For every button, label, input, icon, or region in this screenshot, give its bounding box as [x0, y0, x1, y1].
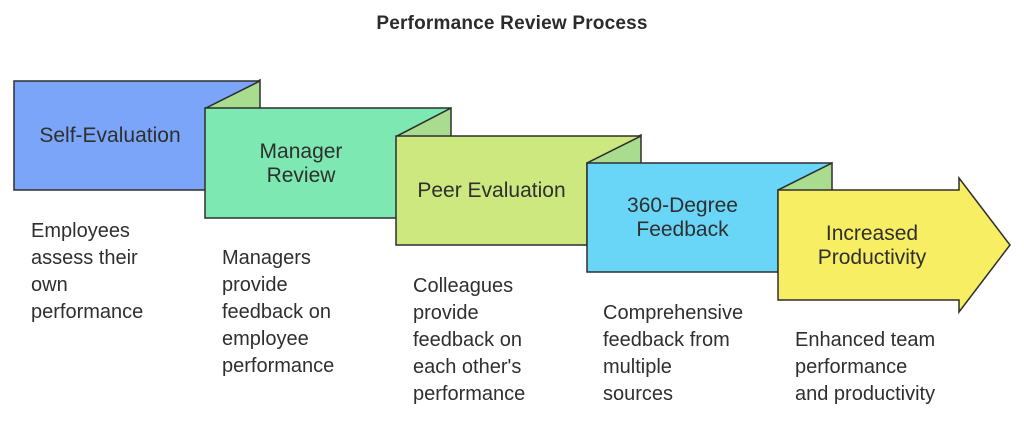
step-5-description: Enhanced team performance and productivi…: [795, 329, 936, 405]
step-3-description: Colleagues provide feedback on each othe…: [413, 275, 526, 405]
step-1-description: Employees assess their own performance: [31, 220, 144, 323]
step-3-label: Peer Evaluation: [417, 179, 566, 202]
step-2-label: Manager Review: [259, 140, 343, 187]
step-2-description: Managers provide feedback on employee pe…: [222, 247, 335, 377]
step-increased-productivity-arrow: [777, 175, 1011, 315]
diagram-title: Performance Review Process: [376, 13, 648, 34]
step-1-label: Self-Evaluation: [39, 124, 181, 147]
step-4-description: Comprehensive feedback from multiple sou…: [603, 302, 744, 405]
step-4-label: 360-Degree Feedback: [627, 194, 738, 241]
step-5-label: Increased Productivity: [817, 222, 927, 269]
